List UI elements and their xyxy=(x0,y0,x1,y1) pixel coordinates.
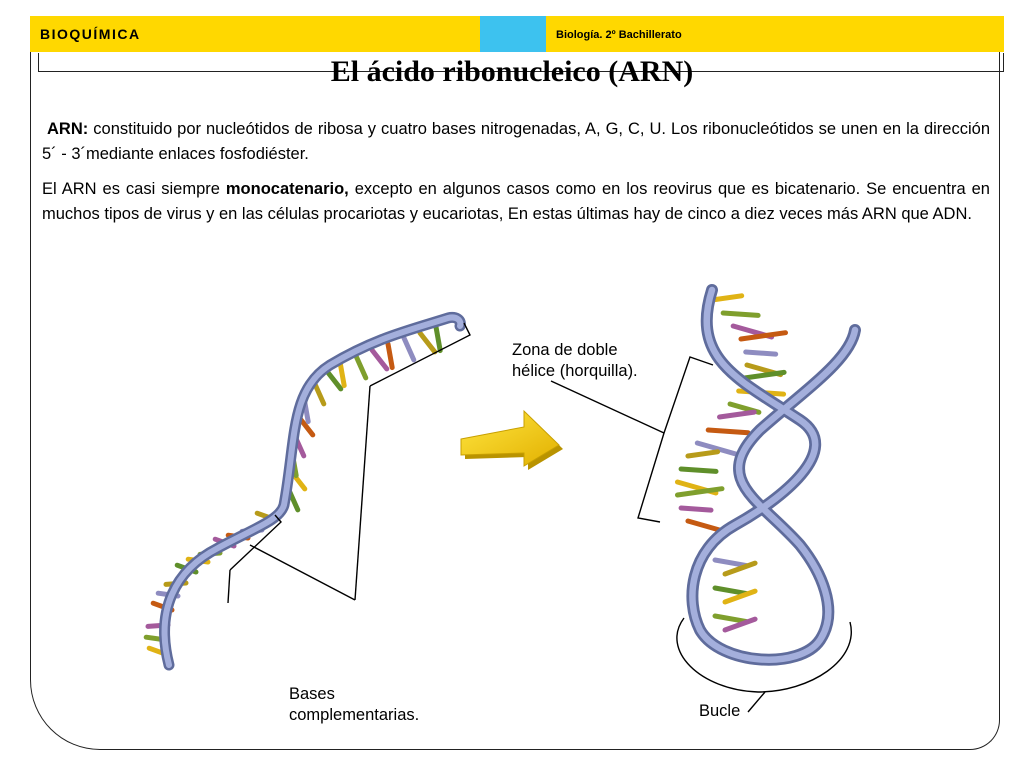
nucleotide-base xyxy=(433,324,443,354)
nucleotide-base xyxy=(685,449,721,459)
nucleotide-base xyxy=(720,310,761,318)
header-bar: BIOQUÍMICA Biología. 2º Bachillerato xyxy=(30,16,1004,52)
slide-title: El ácido ribonucleico (ARN) xyxy=(330,55,694,88)
label-complementary-bases: Bases complementarias. xyxy=(289,684,419,726)
header-subject: BIOQUÍMICA xyxy=(40,26,141,42)
label-bases-line1: Bases xyxy=(289,685,335,703)
nucleotide-base xyxy=(709,293,745,303)
single-strand-rna xyxy=(159,312,466,671)
slide-frame xyxy=(30,52,1000,750)
bases-bracket-lower xyxy=(227,514,282,604)
nucleotide-base xyxy=(323,367,344,392)
nucleotide-base xyxy=(417,330,438,355)
header-right-block: Biología. 2º Bachillerato xyxy=(546,16,1004,52)
nucleotide-base xyxy=(353,353,369,381)
nucleotide-base xyxy=(743,349,779,357)
label-double-helix-line2: hélice (horquilla). xyxy=(512,362,638,380)
label-bases-line2: complementarias. xyxy=(289,706,420,724)
nucleotide-base xyxy=(722,616,758,633)
hairpin-rna xyxy=(686,284,861,666)
term-monocatenario: monocatenario, xyxy=(225,180,349,198)
nucleotide-base xyxy=(674,486,725,498)
label-double-helix-zone: Zona de doble hélice (horquilla). xyxy=(512,340,638,382)
loop-bracket xyxy=(676,617,852,713)
nucleotide-base xyxy=(694,440,744,458)
nucleotide-base xyxy=(337,359,347,389)
monocatenario-text-after: excepto en algunos casos como en los reo… xyxy=(42,180,990,223)
paragraph-monocatenario: El ARN es casi siempre monocatenario, ex… xyxy=(42,177,990,227)
header-accent-block xyxy=(480,16,546,52)
paragraph-arn-definition: ARN: constituido por nucleótidos de ribo… xyxy=(42,117,990,167)
nucleotide-base xyxy=(401,335,417,363)
nucleotide-base xyxy=(705,427,751,436)
nucleotide-base xyxy=(738,330,788,342)
nucleotide-base xyxy=(678,505,714,513)
nucleotide-base xyxy=(742,369,787,381)
bases-bracket-upper xyxy=(354,322,471,601)
label-double-helix-line1: Zona de doble xyxy=(512,341,618,359)
nucleotide-base xyxy=(722,588,758,605)
bases-pointer-line xyxy=(249,544,356,601)
arn-definition-text: constituido por nucleótidos de ribosa y … xyxy=(42,120,990,163)
nucleotide-base xyxy=(712,585,749,597)
nucleotide-base xyxy=(717,409,757,420)
nucleotide-base xyxy=(712,613,749,625)
double-helix-bracket xyxy=(550,356,714,523)
nucleotide-base xyxy=(722,560,758,577)
header-left-block: BIOQUÍMICA xyxy=(30,16,480,52)
nucleotide-base xyxy=(712,557,749,569)
nucleotide-base xyxy=(385,341,395,371)
nucleotide-base xyxy=(685,518,725,534)
nucleotide-base xyxy=(678,466,719,474)
label-loop: Bucle xyxy=(699,702,741,720)
term-arn: ARN: xyxy=(47,120,89,138)
header-course: Biología. 2º Bachillerato xyxy=(556,29,682,41)
monocatenario-text-before: El ARN es casi siempre xyxy=(42,180,226,198)
nucleotide-base xyxy=(369,347,390,372)
direction-arrow xyxy=(460,409,563,470)
